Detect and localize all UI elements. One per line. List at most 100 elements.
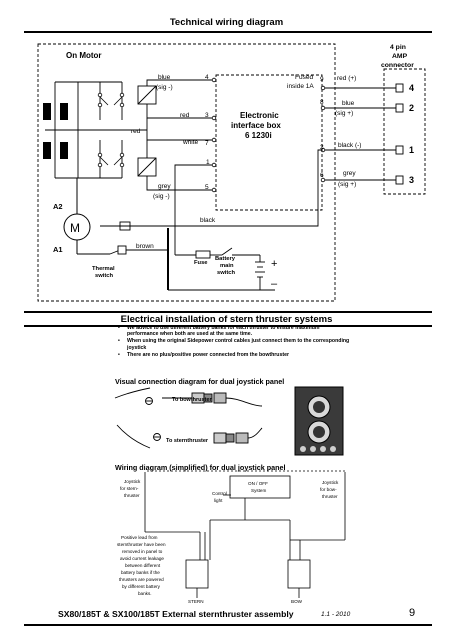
on-motor-enclosure — [37, 43, 336, 302]
pin-2: 2 — [320, 144, 324, 151]
pin-4: 4 — [205, 74, 209, 81]
grey-sig-minus-label: (sig -) — [153, 193, 170, 200]
pin-5: 5 — [205, 184, 209, 191]
amp-pin-label-3: 3 — [409, 175, 414, 185]
grey-sig-plus-label-2: (sig +) — [338, 181, 356, 188]
box-title-2: interface box — [231, 121, 281, 130]
positive-note-line: between different — [125, 563, 161, 568]
simplified-diagram-title: Wiring diagram (simplified) for dual joy… — [115, 463, 286, 472]
joystick-bow-label-3: thruster — [322, 494, 338, 499]
blue-label: blue — [158, 74, 171, 81]
amp-pin-label-4: 4 — [409, 83, 414, 93]
positive-note-line: battery banks if the — [121, 570, 160, 575]
connector-header-3: connector — [381, 62, 414, 69]
joystick-stern-label-3: thruster — [124, 493, 140, 498]
on-off-label-2: System — [251, 488, 266, 493]
control-light-label-1: Control — [212, 491, 227, 496]
grey-sig-plus-label-1: grey — [343, 170, 356, 177]
positive-note-line: avoid current leakage — [120, 556, 164, 561]
contact-block — [60, 103, 68, 120]
amp-connector-frame — [383, 68, 426, 195]
fused-label-1: Fused — [295, 74, 313, 81]
amp-pin-3 — [395, 175, 404, 185]
battery-switch-label-2: main — [220, 263, 234, 269]
visual-connection-diagram — [114, 387, 263, 449]
amp-pin-1 — [395, 145, 404, 155]
joystick-stern-label-2: for stern- — [120, 486, 139, 491]
thermal-switch-label-2: switch — [95, 273, 113, 279]
positive-note-line: sternthruster have been — [117, 542, 166, 547]
page-number: 9 — [409, 607, 416, 619]
contact-block — [43, 142, 51, 159]
bullet-item: There are no plus/positive power connect… — [118, 352, 350, 359]
brown-label: brown — [136, 243, 154, 250]
sig-minus-label: (sig -) — [156, 84, 173, 91]
positive-note-line: banks. — [138, 591, 152, 596]
install-bullets: We advice to use different battery banks… — [118, 325, 350, 359]
dual-joystick-panel — [294, 386, 344, 456]
connector-header-2: AMP — [392, 53, 408, 60]
thermal-switch-label-1: Thermal — [92, 266, 115, 272]
connector-header-1: 4 pin — [390, 44, 406, 51]
bullet-item: When using the original Sidepower contro… — [118, 338, 350, 351]
on-off-label-1: ON / OFF — [248, 481, 268, 486]
stern-label: STERN — [188, 599, 204, 604]
simplified-wiring-diagram — [144, 470, 346, 598]
blue-sig-plus-label-1: blue — [342, 100, 355, 107]
contact-block — [60, 142, 68, 159]
to-sternthruster-label: To sternthruster — [166, 438, 209, 444]
red-label-left: red — [131, 128, 141, 135]
amp-pin-2 — [395, 103, 404, 113]
a2-label: A2 — [53, 202, 63, 211]
footer-title: SX80/185T & SX100/185T External sternthr… — [58, 609, 294, 619]
bullet-item: We advice to use different battery banks… — [118, 325, 350, 338]
amp-pin-4 — [395, 83, 404, 93]
black-label: black — [200, 217, 216, 224]
pin-3: 3 — [205, 112, 209, 119]
white-label: white — [182, 139, 199, 146]
joystick-stern-label-1: Joystick — [124, 479, 141, 484]
control-light-label-2: light — [214, 498, 223, 503]
amp-pin-label-1: 1 — [409, 145, 414, 155]
interface-box — [215, 74, 323, 211]
footer-date: 1.1 - 2010 — [321, 610, 351, 618]
positive-note-line: thrusters are powered — [119, 577, 164, 582]
box-title-3: 6 1230i — [245, 131, 272, 140]
fused-label-2: inside 1A — [287, 83, 314, 90]
pin-1: 1 — [206, 159, 210, 166]
blue-sig-plus-label-2: (sig +) — [335, 110, 353, 117]
bow-label: BOW — [291, 599, 303, 604]
box-title-1: Electronic — [240, 111, 279, 120]
amp-pin-label-2: 2 — [409, 103, 414, 113]
contact-block — [43, 103, 51, 120]
on-motor-label: On Motor — [66, 51, 102, 60]
pin-9: 9 — [320, 76, 324, 83]
positive-note-line: by different battery — [122, 584, 161, 589]
pin-6: 6 — [320, 172, 324, 179]
minus-label: – — [271, 278, 278, 290]
fuse-label: Fuse — [194, 260, 208, 266]
red-plus-label: red (+) — [337, 75, 356, 82]
to-bowthruster-label: To bowthruster — [172, 397, 212, 403]
a1-label: A1 — [53, 245, 63, 254]
positive-note-line: removed in panel to — [122, 549, 163, 554]
positive-note-line: Positive lead from — [121, 535, 158, 540]
page-footer: SX80/185T & SX100/185T External sternthr… — [0, 606, 453, 624]
page-title: Technical wiring diagram — [169, 17, 284, 28]
joystick-bow-label-2: for bow- — [320, 487, 337, 492]
grey-label: grey — [158, 183, 171, 190]
motor-m: M — [70, 221, 80, 235]
title-underline — [24, 31, 432, 33]
joystick-bow-label-1: Joystick — [322, 480, 339, 485]
red-label-top: red — [180, 112, 190, 119]
pin-8: 8 — [320, 99, 324, 106]
battery-switch-label-1: Battery — [215, 256, 236, 262]
black-minus-label: black (-) — [338, 142, 361, 149]
pin-7: 7 — [205, 140, 209, 147]
install-title-overline — [24, 311, 432, 313]
visual-diagram-title: Visual connection diagram for dual joyst… — [115, 377, 285, 386]
plus-label: + — [271, 258, 277, 270]
footer-underline — [24, 624, 432, 626]
battery-switch-label-3: switch — [217, 270, 235, 276]
